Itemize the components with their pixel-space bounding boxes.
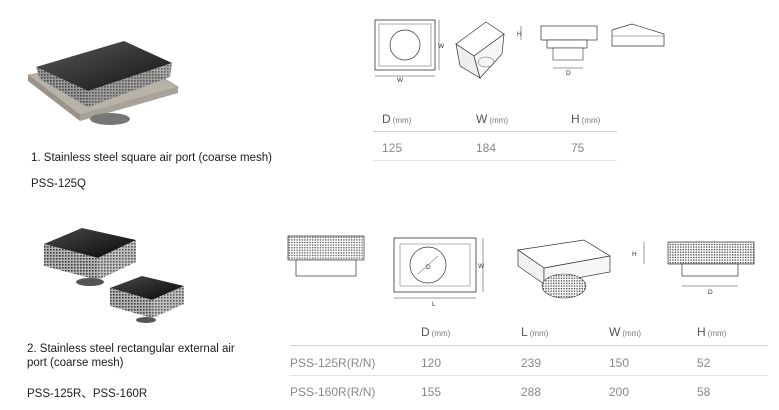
table2-row1-model: PSS-125R(R/N) [290,356,376,370]
rect-port-top-view-drawing: D W L [393,237,485,308]
square-port-front-view-drawing: W W [374,19,445,84]
table2-row-rule [290,375,768,376]
table2-header-d: D(mm) [421,325,451,339]
table1-cell-w: 184 [476,141,497,155]
table2-row1-l: 239 [521,356,542,370]
dim-label-d2: D [426,264,431,271]
table1-cell-d: 125 [382,141,403,155]
table2-header-l: L(mm) [521,325,549,339]
dim-label-w2: W [478,263,485,270]
table2-row2-h: 58 [697,385,711,399]
table2-row2-w: 200 [609,385,630,399]
table2-row2-model: PSS-160R(R/N) [290,385,376,399]
section2-caption-line2: port (coarse mesh) [27,357,124,369]
table2-row2-d: 155 [421,385,442,399]
section1-model: PSS-125Q [31,178,86,190]
table2-header-rule [290,345,768,346]
square-port-side-drawing: H D [517,25,598,77]
table2-row1-h: 52 [697,356,711,370]
product-photo-rectangular-air-ports [44,228,184,323]
section2-caption-line1: 2. Stainless steel rectangular external … [27,343,235,355]
square-port-iso-drawing [455,21,505,79]
section1-caption: 1. Stainless steel square air port (coar… [31,152,272,164]
table1-header-d: D(mm) [382,112,412,126]
table1-row-rule [373,160,617,161]
table2-header-w: W(mm) [609,325,641,339]
section2-model: PSS-125R、PSS-160R [27,388,148,400]
product-photo-square-air-port [27,41,179,125]
table2-row2-l: 288 [521,385,542,399]
table1-header-h: H(mm) [571,112,601,126]
table2-row1-w: 150 [609,356,630,370]
dim-label-h2: H [632,251,637,258]
table1-header-w: W(mm) [476,112,508,126]
rect-port-iso-drawing [517,239,611,299]
square-port-hood-drawing [611,23,665,47]
table1-header-rule [373,131,617,132]
rect-port-side-drawing: H D [632,241,755,296]
dim-label-h: H [517,31,522,38]
dim-label-d: D [566,70,571,77]
table2-header-h: H(mm) [697,325,727,339]
rect-port-mesh-front-drawing [287,235,365,277]
table1-cell-h: 75 [571,141,585,155]
table2-row1-d: 120 [421,356,442,370]
dim-label-l2: L [432,301,436,308]
dim-label-d3: D [708,289,713,296]
dim-label-w-side: W [438,43,445,50]
dim-label-w: W [397,77,404,84]
